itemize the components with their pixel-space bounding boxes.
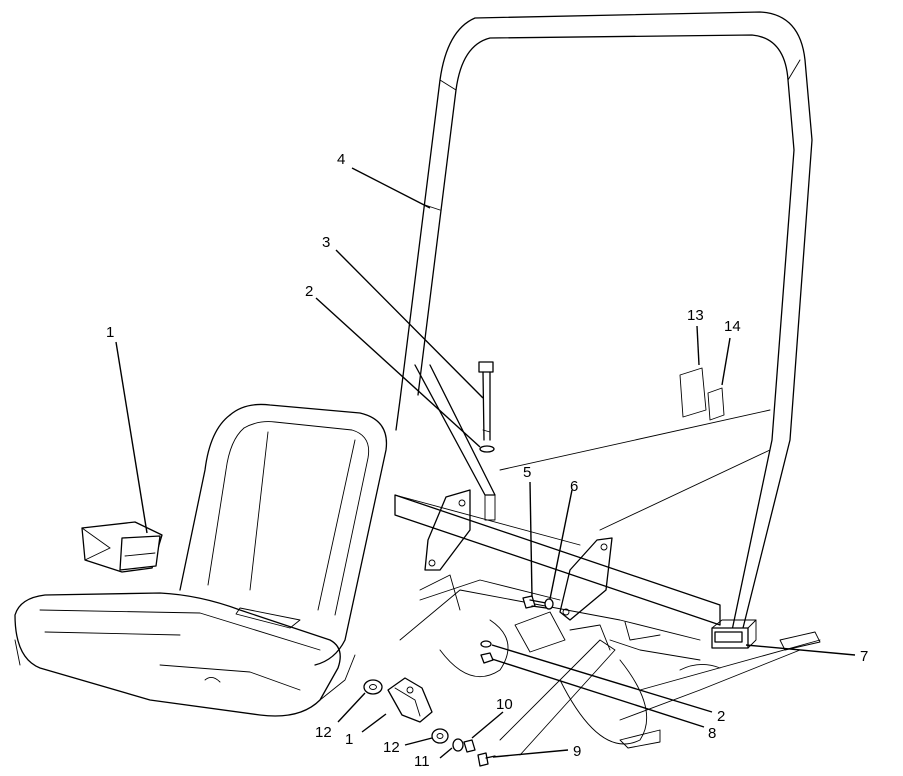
seatbelt-bracket — [387, 677, 433, 723]
bolt-3 — [478, 361, 494, 441]
washer-2-top — [479, 445, 495, 453]
nut-10 — [463, 739, 476, 753]
callout-10: 10 — [496, 696, 513, 713]
bolt-9 — [477, 752, 496, 767]
callout-14: 14 — [724, 318, 741, 335]
callout-2-top: 2 — [305, 283, 313, 300]
decal-13 — [679, 367, 707, 418]
mount-plate-left — [424, 489, 471, 571]
bumper-7 — [714, 631, 743, 643]
callouts: 1 4 3 2 13 14 5 6 7 2 8 10 9 11 12 12 1 — [106, 151, 868, 770]
callout-2-bottom: 2 — [717, 708, 725, 725]
callout-9: 9 — [573, 743, 581, 760]
callout-1-seatbelt: 1 — [106, 324, 114, 341]
seat — [14, 403, 388, 717]
mount-plate-right — [559, 537, 613, 621]
washer-12-a — [363, 679, 383, 695]
callout-5: 5 — [523, 464, 531, 481]
callout-12-b: 12 — [383, 739, 400, 756]
callout-3: 3 — [322, 234, 330, 251]
leader-lines — [115, 167, 856, 759]
callout-8: 8 — [708, 725, 716, 742]
washer-12-b — [431, 728, 449, 744]
callout-1-bracket: 1 — [345, 731, 353, 748]
seat-belt — [81, 521, 163, 573]
nut-8 — [480, 652, 494, 664]
bolt-5 — [522, 595, 547, 609]
roll-bar — [394, 11, 813, 649]
washer-2-bottom — [480, 640, 492, 648]
lockwasher-11 — [452, 738, 464, 752]
decal-14 — [707, 387, 725, 421]
callout-7: 7 — [860, 648, 868, 665]
callout-12-a: 12 — [315, 724, 332, 741]
callout-6: 6 — [570, 478, 578, 495]
frame — [399, 574, 821, 756]
callout-4: 4 — [337, 151, 345, 168]
callout-11: 11 — [414, 753, 430, 770]
callout-13: 13 — [687, 307, 704, 324]
lockwasher-6 — [544, 598, 554, 610]
